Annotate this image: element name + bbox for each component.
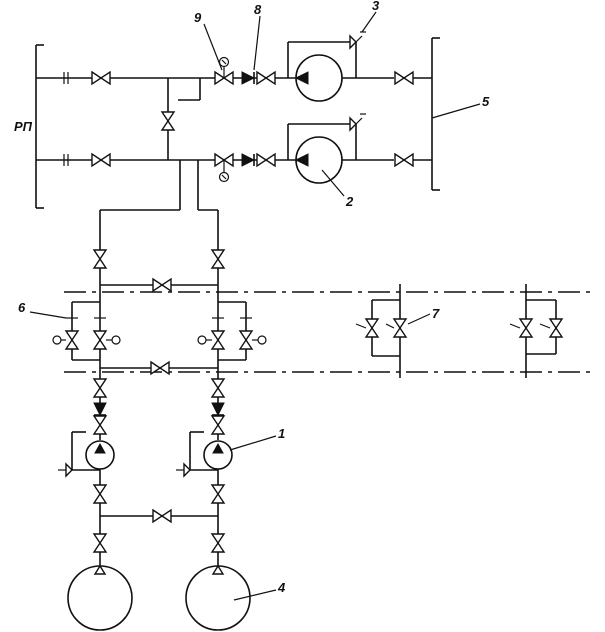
valve-icon: [91, 71, 111, 85]
valve-icon: [152, 509, 172, 523]
valve-icon: [91, 153, 111, 167]
tank-left: [67, 564, 133, 631]
gauge-icon: [257, 335, 267, 345]
callout-4: 4: [233, 580, 286, 601]
valve-icon: [93, 249, 107, 269]
valve-icon: [256, 71, 276, 85]
pump-lower-left: [58, 431, 115, 478]
check-valve-icon: [93, 402, 107, 416]
manifold-rp: РП: [14, 44, 44, 209]
tank-icon: [67, 565, 133, 631]
check-valve-icon: [211, 402, 225, 416]
valve-icon: [211, 330, 225, 350]
valve-group-7: 7: [355, 284, 440, 378]
callout-9: 9: [194, 10, 223, 71]
gauge-icon: [197, 335, 207, 345]
valve-icon: [93, 415, 107, 435]
valve-9-top: [214, 56, 234, 85]
right-bypass-group: [197, 301, 267, 380]
svg-text:1: 1: [278, 426, 285, 441]
check-valve-icon: [241, 153, 255, 167]
valve-icon: [365, 318, 379, 338]
valve-icon: [256, 153, 276, 167]
valve-icon: [211, 249, 225, 269]
valve-icon: [211, 378, 225, 398]
valve-icon: [211, 533, 225, 553]
svg-text:3: 3: [372, 0, 380, 13]
svg-text:2: 2: [345, 194, 354, 209]
valve-icon: [93, 378, 107, 398]
gauge-icon: [111, 335, 121, 345]
pump-lower-right: [176, 431, 233, 478]
left-bypass-group: [52, 301, 121, 380]
svg-text:9: 9: [194, 10, 202, 25]
callout-6: 6: [18, 300, 67, 319]
svg-text:8: 8: [254, 2, 262, 17]
pump-top: [287, 31, 394, 102]
callout-1: 1: [229, 426, 285, 451]
callout-5: 5: [431, 94, 490, 119]
callout-2: 2: [321, 169, 354, 209]
valve-icon: [93, 330, 107, 350]
svg-text:5: 5: [482, 94, 490, 109]
callout-8: 8: [253, 2, 262, 71]
valve-icon: [394, 153, 414, 167]
tank-right: [185, 564, 251, 631]
valve-icon: [161, 111, 175, 131]
pump-bottom: [287, 113, 394, 184]
valve-icon: [211, 415, 225, 435]
valve-icon: [93, 533, 107, 553]
valve-icon: [549, 318, 563, 338]
valve-icon: [239, 330, 253, 350]
svg-text:4: 4: [277, 580, 286, 595]
svg-text:6: 6: [18, 300, 26, 315]
discharge-manifold: [431, 37, 440, 191]
check-valve-icon: [241, 71, 255, 85]
valve-icon: [211, 484, 225, 504]
valve-icon: [393, 318, 407, 338]
valve-icon: [65, 330, 79, 350]
valve-icon: [93, 484, 107, 504]
valve-icon: [394, 71, 414, 85]
valve-group-right: [509, 284, 563, 378]
svg-text:7: 7: [432, 306, 440, 321]
callout-3: 3: [361, 0, 380, 33]
valve-9-bottom: [214, 153, 234, 183]
header-crossover: [161, 78, 201, 160]
gauge-icon: [52, 335, 62, 345]
valve-icon: [152, 278, 172, 292]
manifold-label: РП: [14, 119, 33, 134]
valve-icon: [519, 318, 533, 338]
